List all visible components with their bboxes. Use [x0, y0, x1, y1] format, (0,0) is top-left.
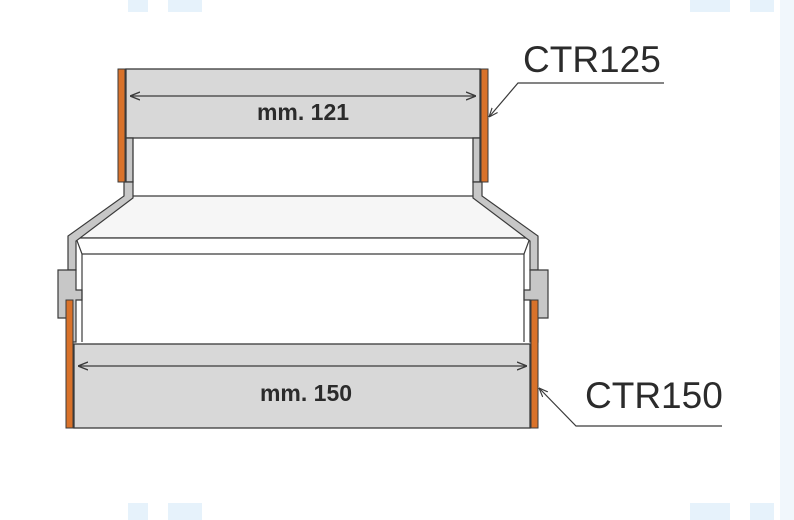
upper-pipe	[117, 68, 489, 183]
lower-pipe-band	[73, 343, 531, 429]
lower-seal-right	[530, 299, 539, 429]
reducer-cone-rim	[75, 237, 531, 255]
upper-pipe-wall-left	[125, 137, 134, 183]
upper-pipe-wall-right	[472, 137, 481, 183]
reducer-body	[57, 181, 549, 343]
leader-line-lower	[539, 388, 722, 427]
dimension-label-lower: mm. 150	[260, 380, 352, 406]
callout-lower: CTR150	[539, 375, 723, 427]
leader-line-upper	[489, 82, 664, 117]
dimension-label-upper: mm. 121	[257, 99, 349, 125]
callout-upper: CTR125	[489, 39, 664, 117]
code-label-lower: CTR150	[585, 375, 723, 416]
upper-seal-left	[117, 68, 126, 183]
dimension-upper: mm. 121	[130, 96, 476, 125]
dimension-lower: mm. 150	[78, 366, 527, 406]
lower-pipe	[65, 299, 539, 429]
code-label-upper: CTR125	[523, 39, 661, 80]
right-edge-tint	[780, 0, 794, 520]
lower-seal-left	[65, 299, 74, 429]
reducer-cone-face	[74, 195, 532, 239]
upper-seal-right	[480, 68, 489, 183]
corner-marks	[128, 0, 774, 520]
upper-pipe-band	[125, 68, 481, 139]
